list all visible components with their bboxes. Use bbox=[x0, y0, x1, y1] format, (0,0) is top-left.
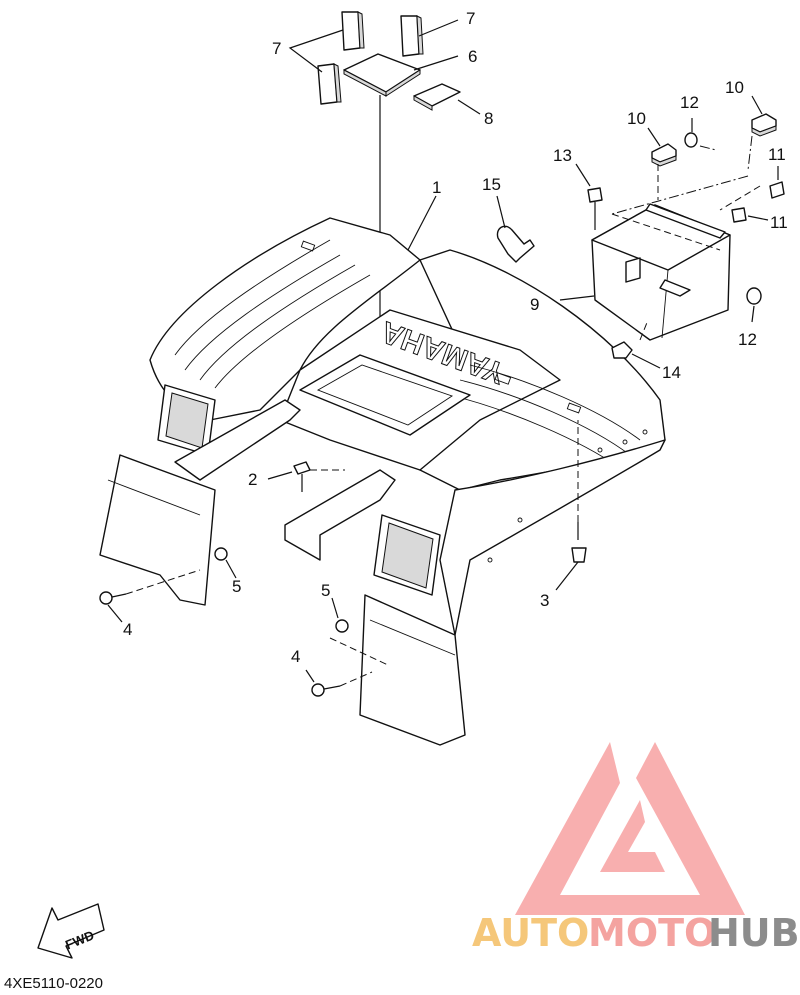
fwd-arrow-icon bbox=[37, 903, 105, 959]
bolt-3 bbox=[571, 547, 587, 563]
callout-11-top: 11 bbox=[768, 145, 786, 164]
callout-7-left: 7 bbox=[272, 39, 281, 58]
fwd-arrow: FWD bbox=[37, 903, 105, 959]
pad-7-top-right bbox=[400, 15, 420, 57]
callout-4-left: 4 bbox=[123, 620, 132, 639]
bolt-11-bottom bbox=[731, 207, 747, 223]
callout-13: 13 bbox=[553, 146, 572, 165]
callout-1: 1 bbox=[432, 178, 441, 197]
watermark-word-hub: HUB bbox=[708, 911, 800, 955]
clamp-15 bbox=[496, 195, 535, 263]
callout-5-left: 5 bbox=[232, 577, 241, 596]
watermark-word-moto: MOTO bbox=[588, 911, 716, 955]
watermark-text: AUTO MOTO HUB bbox=[472, 911, 800, 955]
bolt-13 bbox=[587, 187, 603, 203]
callout-5-right: 5 bbox=[321, 581, 330, 600]
rear-fender: YAMAHA bbox=[99, 195, 666, 746]
callouts: 1 2 3 4 4 5 5 6 7 7 8 9 10 10 11 11 12 1… bbox=[123, 9, 788, 666]
watermark-logo bbox=[515, 742, 745, 915]
clip-14 bbox=[611, 341, 633, 359]
callout-7-right: 7 bbox=[466, 9, 475, 28]
callout-9: 9 bbox=[530, 295, 539, 314]
callout-8: 8 bbox=[484, 109, 493, 128]
callout-3: 3 bbox=[540, 591, 549, 610]
screw-4-left bbox=[99, 591, 113, 605]
watermark-triangle-icon bbox=[515, 742, 745, 915]
bolt-2 bbox=[293, 461, 311, 475]
nut-5-right bbox=[335, 619, 349, 633]
nut-5-left bbox=[214, 547, 228, 561]
watermark-word-auto: AUTO bbox=[472, 911, 589, 955]
screw-4-right bbox=[311, 683, 325, 697]
callout-11-bottom: 11 bbox=[770, 213, 788, 232]
washer-12-top bbox=[684, 132, 698, 148]
callout-6: 6 bbox=[468, 47, 477, 66]
callout-12-bottom: 12 bbox=[738, 330, 757, 349]
toolbox-9 bbox=[559, 95, 785, 369]
callout-2: 2 bbox=[248, 470, 257, 489]
callout-10-left: 10 bbox=[627, 109, 646, 128]
callout-14: 14 bbox=[662, 363, 681, 382]
bolt-11-top bbox=[769, 181, 785, 199]
washer-12-bottom bbox=[746, 287, 762, 305]
callout-10-right: 10 bbox=[725, 78, 744, 97]
pad-7-top-left bbox=[341, 11, 361, 51]
watermark-inner-icon bbox=[600, 800, 665, 872]
callout-12-top: 12 bbox=[680, 93, 699, 112]
callout-15: 15 bbox=[482, 175, 501, 194]
diagram-code: 4XE5110-0220 bbox=[4, 975, 103, 992]
pad-6 bbox=[343, 53, 421, 93]
fasteners-lower bbox=[99, 420, 587, 697]
callout-4-right: 4 bbox=[291, 647, 300, 666]
